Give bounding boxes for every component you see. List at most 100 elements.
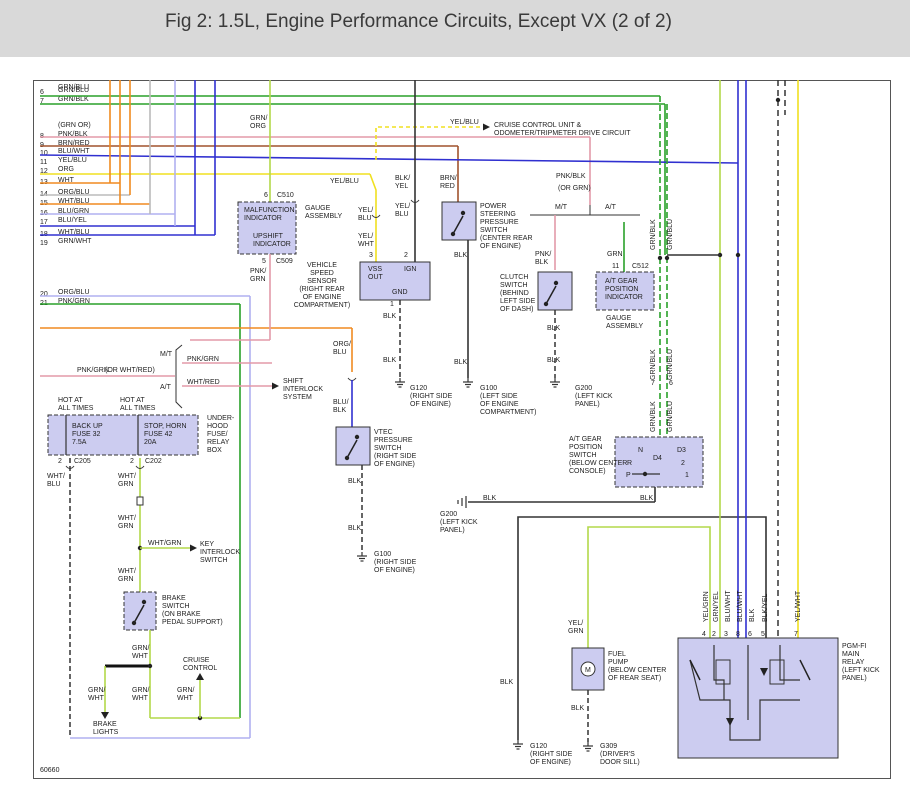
switch-label: N [638,447,643,454]
g100-label: COMPARTMENT) [480,409,537,416]
key-interlock-label: SWITCH [200,557,228,564]
relay-pin: 6 [748,631,752,638]
wire-label: GRN/BLK [650,219,657,250]
switch-label: D4 [653,455,662,462]
hot-label: HOT AT [120,397,145,404]
wire-label: BLU/ [333,399,349,406]
relay-wire-label: BLK [749,608,756,622]
vtec-label: VTEC [374,429,393,436]
splice-dot [735,252,741,258]
connector [410,199,420,203]
pin-number: 6 [669,380,673,387]
wire-label: ORG [58,166,74,173]
wire-label: BLK [383,357,397,364]
switch-label: D3 [677,447,686,454]
wire-label: BLK [483,495,497,502]
g100-label: G100 [480,385,497,392]
ground-g200b [457,496,467,508]
at-switch-label: POSITION [569,444,602,451]
wire-label: GRN/ [250,115,268,122]
mil-label: INDICATOR [244,215,282,222]
brake-switch-label: (ON BRAKE [162,611,201,618]
wire-label: ORG/BLU [58,289,90,296]
relay-wire-label: BLU/WHT [725,590,732,622]
fuse32-label: FUSE 32 [72,431,101,438]
wire-label: BLK [333,407,347,414]
wire-yel-blu [369,173,377,262]
clutch-label: OF DASH) [500,306,533,313]
clutch-label: LEFT SIDE [500,298,536,305]
g200b-label: (LEFT KICK [440,519,478,526]
wire-label: YEL/ [358,233,373,240]
main-relay-label: PANEL) [842,675,867,682]
wire-label: BLK [348,525,362,532]
wire-label: ORG/BLU [58,189,90,196]
pin-number: 6 [264,192,268,199]
at-indicator-label: INDICATOR [605,294,643,301]
vss-out-label: OUT [368,274,384,281]
wire-label: (OR GRN) [558,185,591,192]
fuse42-label: STOP, HORN [144,423,187,430]
pin-number: 1 [390,301,394,308]
wire-label: WHT [132,695,149,702]
wire-label: GRN/BLK [58,96,89,103]
shift-interlock-label: INTERLOCK [283,386,323,393]
g120-label: (RIGHT SIDE [410,393,453,400]
vss-name: OF ENGINE [303,294,342,301]
g200-label: PANEL) [575,401,600,408]
fuel-pump-label: OF REAR SEAT) [608,675,661,682]
brake-switch-label: PEDAL SUPPORT) [162,619,223,626]
connector-label: C512 [632,263,649,270]
wire-label: BRN/RED [58,140,90,147]
power-steering-switch-box [441,201,477,241]
wire-label: YEL/BLU [58,157,87,164]
at-indicator-label: POSITION [605,286,638,293]
relay-wire-label: BLU/WHT [737,590,744,622]
g100b-label: OF ENGINE) [374,567,415,574]
gauge-label: ASSEMBLY [606,323,644,330]
wire-label: WHT/BLU [58,198,90,205]
underhood-label: BOX [207,447,222,454]
splice-dot [775,97,781,103]
connector-label: C202 [145,458,162,465]
g120-label: OF ENGINE) [410,401,451,408]
fuse42-label: FUSE 42 [144,431,173,438]
wire-label: PNK/GRN [58,298,90,305]
at-gear-switch-box [614,436,704,488]
switch-label: 1 [685,472,689,479]
wire-label: BLU [47,481,61,488]
wire-label: GRN/BLK [650,349,657,380]
wire-yel-grn [587,526,711,648]
vss-name: SPEED [310,270,334,277]
hot-label: ALL TIMES [58,405,94,412]
wire-label: RED [440,183,455,190]
connector [135,465,145,469]
wire-label: GRN/BLK [650,401,657,432]
wire-label: BLU/YEL [58,217,87,224]
main-relay-label: MAIN [842,651,860,658]
cruise-control-label: CONTROL [183,665,217,672]
ign-label: IGN [404,266,416,273]
relay-coil [715,659,731,685]
wire-yel-blu-dashed [375,126,490,160]
motor-label: M [585,667,591,674]
g120-label: G120 [410,385,427,392]
connector-label: C509 [276,258,293,265]
at-switch-label: SWITCH [569,452,597,459]
relay-pin: 8 [736,631,740,638]
wire-label: WHT/ [118,515,136,522]
g309-label: G309 [600,743,617,750]
wire-label: GRN/BLU [58,87,89,94]
g120b-label: (RIGHT SIDE [530,751,573,758]
connector [371,214,381,218]
wire-label: BLK [535,259,549,266]
splice-dot [147,663,153,669]
ps-label: PRESSURE [480,219,519,226]
wire-label: GRN [568,628,584,635]
clutch-switch [545,285,557,305]
wire-label: WHT [58,177,75,184]
relay-pin: 7 [794,631,798,638]
mil-label: MALFUNCTION [244,207,295,214]
figure-id: 60660 [40,767,60,774]
